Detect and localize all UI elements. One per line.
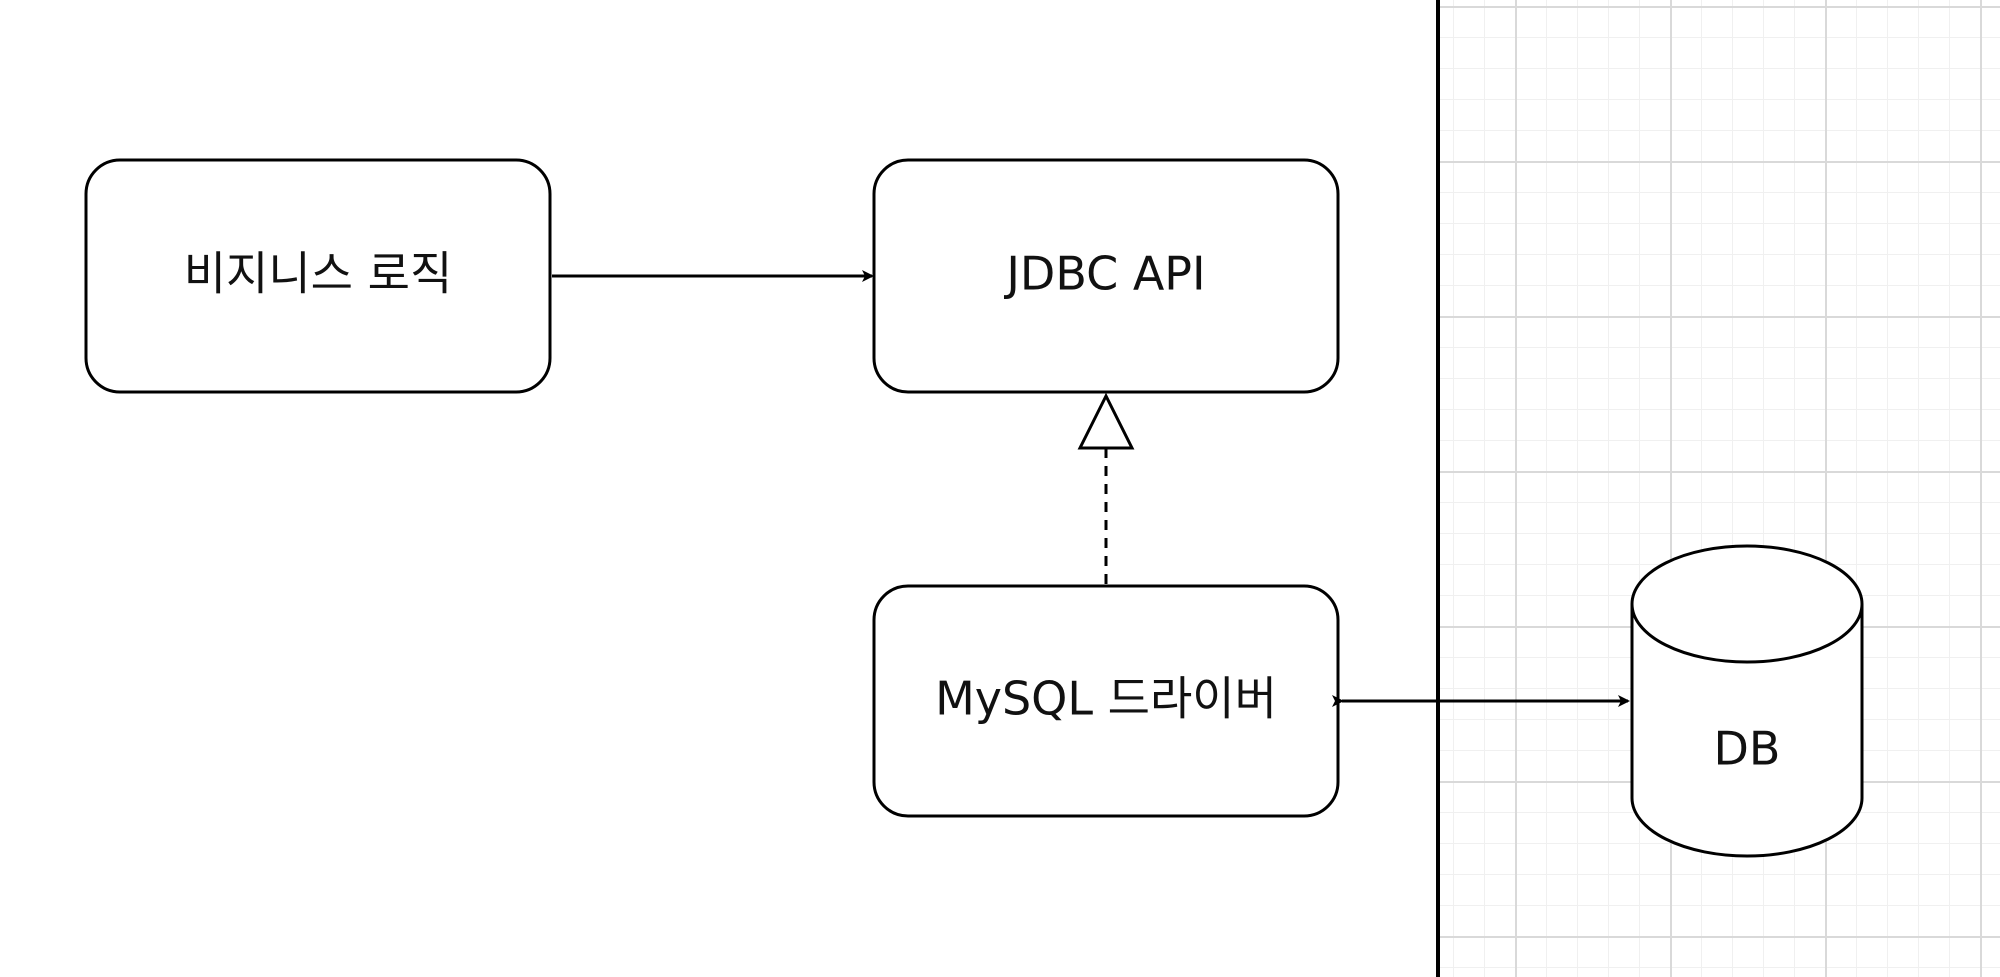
mysql-driver-node[interactable]: MySQL 드라이버: [872, 584, 1340, 818]
business-logic-node[interactable]: 비지니스 로직: [84, 158, 552, 394]
vertical-divider: [1436, 0, 1440, 977]
db-label: DB: [1714, 722, 1781, 776]
db-cylinder-top: [1630, 544, 1864, 664]
business-logic-box: [84, 158, 552, 394]
jdbc-api-node[interactable]: JDBC API: [872, 158, 1340, 394]
business-logic-label: 비지니스 로직: [184, 247, 453, 301]
realization-triangle-icon: [1077, 392, 1135, 450]
db-node[interactable]: DB: [1630, 544, 1864, 858]
driver-implements-jdbc-connector: [1077, 392, 1135, 584]
grid-background: [1440, 0, 2000, 977]
mysql-driver-label: MySQL 드라이버: [935, 672, 1277, 726]
jdbc-api-box: [872, 158, 1340, 394]
db-cylinder-body: [1630, 604, 1864, 858]
jdbc-api-label: JDBC API: [1003, 247, 1205, 301]
